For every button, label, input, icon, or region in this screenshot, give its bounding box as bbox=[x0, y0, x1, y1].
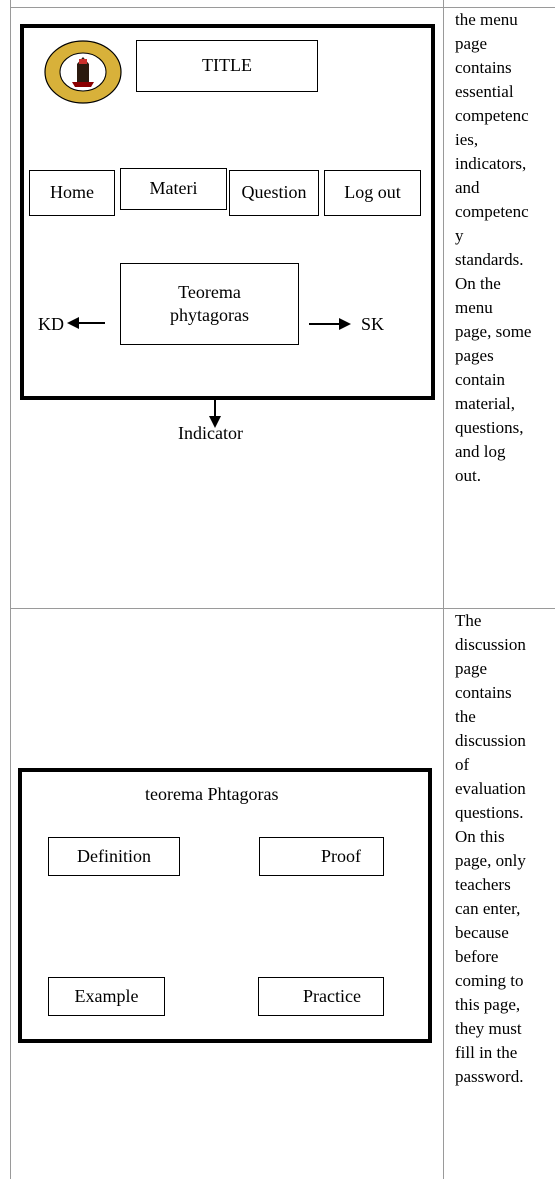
proof-button[interactable]: Proof bbox=[259, 837, 384, 876]
teorema-phytagoras-box: Teorema phytagoras bbox=[120, 263, 299, 345]
nav-materi-button[interactable]: Materi bbox=[120, 168, 227, 210]
nav-question-button[interactable]: Question bbox=[229, 170, 319, 216]
menu-page-frame bbox=[20, 24, 435, 400]
down-arrow bbox=[208, 398, 222, 428]
discussion-page-frame bbox=[18, 768, 432, 1043]
nav-logout-button[interactable]: Log out bbox=[324, 170, 421, 216]
right-arrow bbox=[309, 315, 351, 333]
table-top-border bbox=[10, 7, 555, 8]
sk-label: SK bbox=[361, 314, 385, 334]
table-row-divider bbox=[10, 608, 555, 609]
left-arrow bbox=[67, 314, 107, 332]
kd-label: KD bbox=[38, 314, 64, 334]
example-button[interactable]: Example bbox=[48, 977, 165, 1016]
definition-button[interactable]: Definition bbox=[48, 837, 180, 876]
practice-button[interactable]: Practice bbox=[258, 977, 384, 1016]
title-box: TITLE bbox=[136, 40, 318, 92]
discussion-heading: teorema Phtagoras bbox=[145, 784, 279, 804]
table-column-divider bbox=[443, 0, 444, 1179]
nav-home-button[interactable]: Home bbox=[29, 170, 115, 216]
indicator-label: Indicator bbox=[178, 423, 243, 443]
table-left-border bbox=[10, 0, 11, 1179]
university-logo bbox=[42, 38, 124, 106]
